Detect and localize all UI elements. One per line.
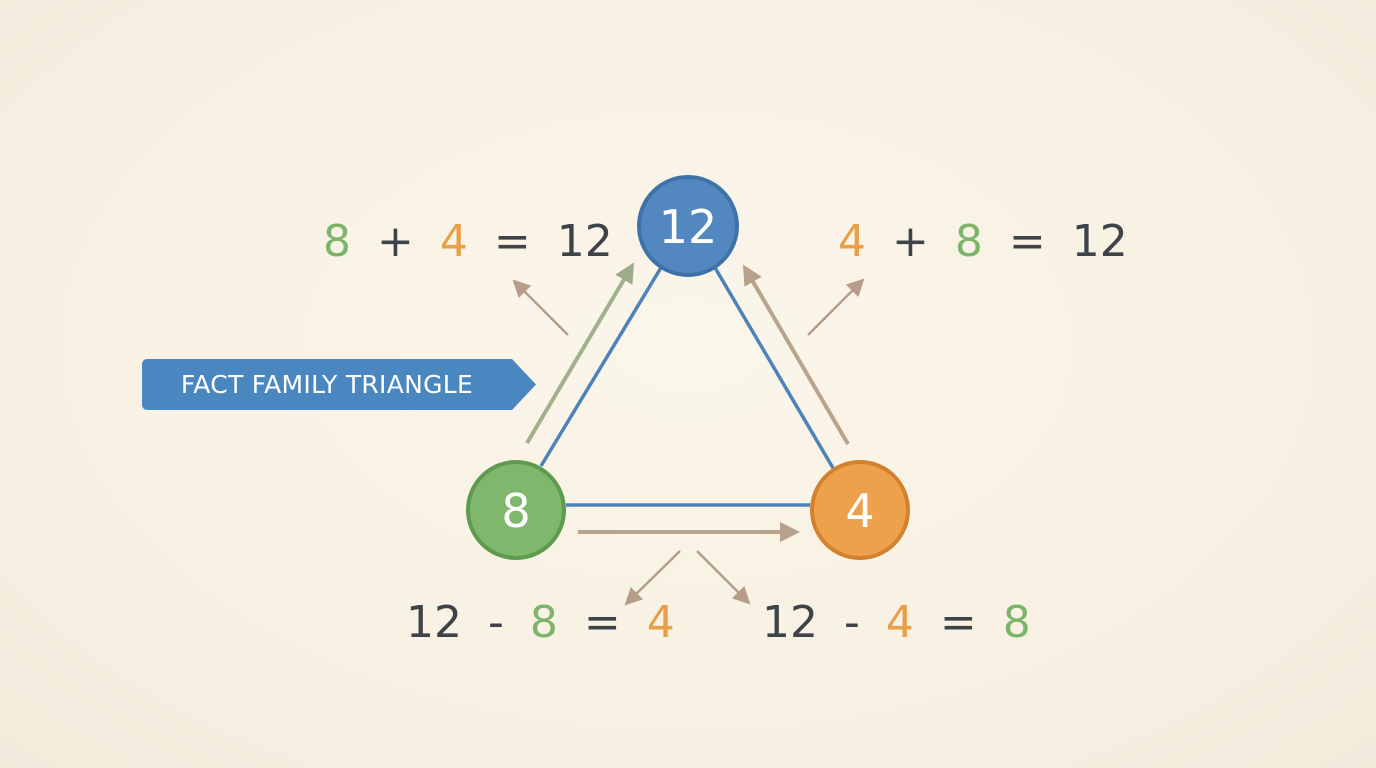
eq-br-eq: = bbox=[940, 597, 977, 648]
edge-right bbox=[712, 265, 835, 469]
edge-left bbox=[539, 265, 664, 467]
svg-text:12 - 8 =: 12 - 8 = 4 bbox=[406, 597, 675, 648]
eq-tr-c: 12 bbox=[1072, 216, 1128, 267]
eq-tl-eq: = bbox=[494, 216, 531, 267]
label-callout-shape bbox=[142, 359, 536, 410]
eq-tr-a: 4 bbox=[838, 216, 866, 267]
node-top: 12 bbox=[637, 175, 739, 277]
equation-top-left: 8 + 4 = 12 bbox=[323, 216, 613, 267]
pointer-arrow-bottom-right bbox=[696, 550, 751, 605]
node-left: 8 bbox=[466, 460, 566, 560]
pointer-arrow-top-left bbox=[512, 279, 569, 336]
equation-bottom-left: 12 - 8 = 4 bbox=[406, 597, 675, 648]
eq-bl-eq: = bbox=[584, 597, 621, 648]
eq-tl-c: 12 bbox=[557, 216, 613, 267]
flow-arrow-left bbox=[525, 262, 635, 445]
eq-bl-c: 4 bbox=[647, 597, 675, 648]
svg-text:8 + 4 =: 8 + 4 = 12 bbox=[323, 216, 613, 267]
eq-tr-op: + bbox=[892, 216, 929, 267]
eq-bl-a: 12 bbox=[406, 597, 462, 648]
flow-arrow-right bbox=[742, 264, 850, 446]
svg-text:4 + 8 =: 4 + 8 = 12 bbox=[838, 216, 1128, 267]
equation-bottom-right: 12 - 4 = 8 bbox=[762, 597, 1031, 648]
pointer-arrow-bottom-left bbox=[624, 550, 681, 606]
eq-bl-op: - bbox=[488, 597, 504, 648]
node-left-value: 8 bbox=[501, 484, 530, 538]
eq-br-c: 8 bbox=[1003, 597, 1031, 648]
node-top-value: 12 bbox=[659, 200, 718, 254]
eq-tr-b: 8 bbox=[955, 216, 983, 267]
eq-tl-op: + bbox=[377, 216, 414, 267]
eq-br-op: - bbox=[844, 597, 860, 648]
label-text: FACT FAMILY TRIANGLE bbox=[180, 370, 474, 399]
eq-br-b: 4 bbox=[886, 597, 914, 648]
node-right-value: 4 bbox=[845, 484, 874, 538]
node-right: 4 bbox=[810, 460, 910, 560]
eq-tr-eq: = bbox=[1009, 216, 1046, 267]
eq-bl-b: 8 bbox=[530, 597, 558, 648]
fact-family-label: FACT FAMILY TRIANGLE bbox=[142, 359, 536, 410]
equation-top-right: 4 + 8 = 12 bbox=[838, 216, 1128, 267]
eq-tl-b: 4 bbox=[440, 216, 468, 267]
svg-text:12 - 4 =: 12 - 4 = 8 bbox=[762, 597, 1031, 648]
eq-tl-a: 8 bbox=[323, 216, 351, 267]
pointer-arrow-top-right bbox=[807, 278, 865, 336]
eq-br-a: 12 bbox=[762, 597, 818, 648]
